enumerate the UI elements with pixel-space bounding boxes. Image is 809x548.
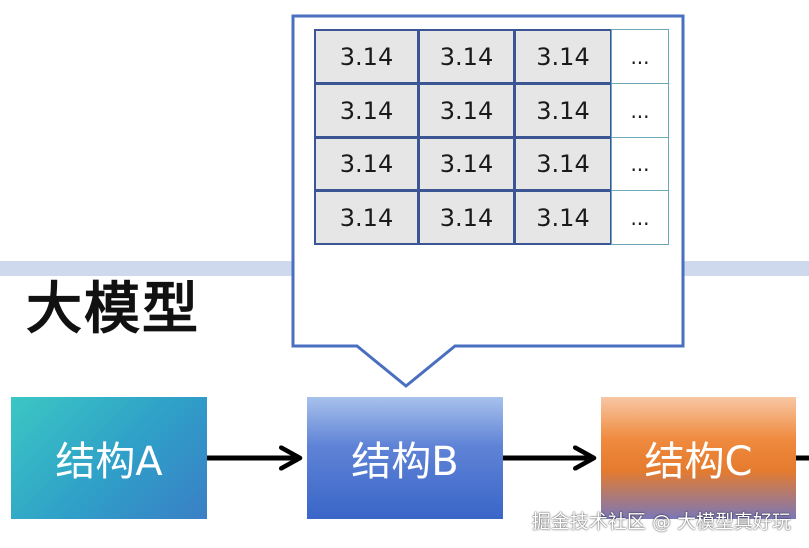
watermark: 掘金技术社区 @ 大模型真好玩: [531, 511, 791, 533]
matrix-cell: 3.14: [314, 190, 419, 245]
matrix-cell: 3.14: [418, 29, 515, 84]
matrix-cell: 3.14: [514, 83, 612, 138]
structure-c-label: 结构C: [644, 439, 753, 485]
matrix-cell: 3.14: [514, 137, 612, 191]
structure-a-box: 结构A: [11, 397, 207, 519]
matrix-cell: 3.14: [418, 137, 515, 191]
structure-a-label: 结构A: [55, 439, 163, 485]
parameter-matrix: 3.14 3.14 3.14 ... 3.14 3.14 3.14 ... 3.…: [314, 29, 669, 245]
matrix-cell: 3.14: [418, 190, 515, 245]
matrix-cell: 3.14: [314, 29, 419, 84]
structure-c-box: 结构C: [601, 397, 796, 519]
matrix-cell-ellipsis: ...: [611, 29, 669, 84]
page-title: 大模型: [26, 277, 200, 342]
matrix-cell-ellipsis: ...: [611, 190, 669, 245]
matrix-cell: 3.14: [314, 83, 419, 138]
structure-b-box: 结构B: [307, 397, 503, 519]
separator-band: [0, 261, 809, 276]
matrix-cell: 3.14: [514, 29, 612, 84]
matrix-cell-ellipsis: ...: [611, 137, 669, 191]
matrix-cell-ellipsis: ...: [611, 83, 669, 138]
structure-b-label: 结构B: [351, 439, 459, 485]
matrix-cell: 3.14: [314, 137, 419, 191]
matrix-cell: 3.14: [418, 83, 515, 138]
matrix-cell: 3.14: [514, 190, 612, 245]
